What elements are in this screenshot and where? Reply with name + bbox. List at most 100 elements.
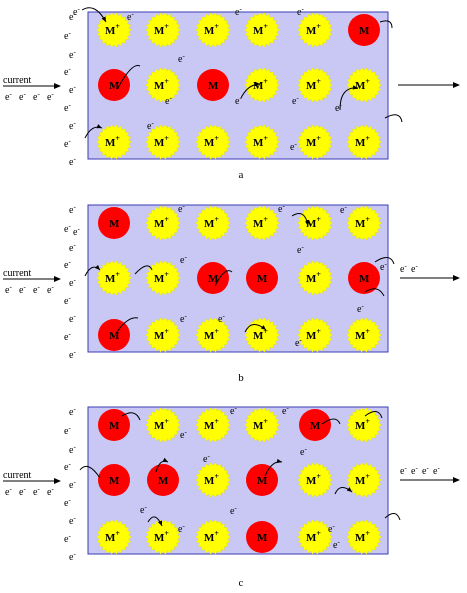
ion-charge: +: [164, 77, 169, 86]
neutral-atom: M: [197, 262, 229, 294]
neutral-circle: [98, 207, 130, 239]
neutral-circle: [246, 262, 278, 294]
electron-charge: -: [68, 29, 71, 37]
ion-circle: [346, 317, 382, 353]
incoming-electron: e-: [64, 101, 71, 114]
neutral-label: M: [158, 475, 169, 487]
free-electron: e-: [380, 260, 387, 273]
electron-charge: -: [294, 140, 297, 148]
neutral-circle: [98, 69, 130, 101]
incoming-electron: e-: [69, 478, 76, 491]
metal-ion: M+: [346, 67, 382, 103]
electron-charge: -: [68, 460, 71, 468]
neutral-label: M: [257, 532, 268, 544]
metal-ion: M+: [346, 205, 382, 241]
neutral-atom: M: [299, 409, 331, 441]
current-electron: e-: [5, 90, 12, 103]
incoming-electron: e-: [69, 514, 76, 527]
electron-charge: -: [23, 485, 26, 493]
ion-charge: +: [365, 529, 370, 538]
metal-ion: M+: [195, 12, 231, 48]
free-electron: e-: [230, 404, 237, 417]
electron-charge: -: [51, 283, 54, 291]
ion-charge: +: [115, 134, 120, 143]
metal-ion: M+: [195, 205, 231, 241]
ion-charge: +: [316, 134, 321, 143]
ion-charge: +: [164, 215, 169, 224]
ion-circle: [244, 407, 280, 443]
metal-ion: M+: [244, 67, 280, 103]
current-electron: e-: [33, 90, 40, 103]
electron-path-hook: [384, 114, 403, 123]
outgoing-arrow-head: [453, 82, 460, 88]
neutral-circle: [98, 319, 130, 351]
free-electron: e-: [147, 119, 154, 132]
ion-circle: [244, 124, 280, 160]
neutral-circle: [98, 409, 130, 441]
incoming-electron: e-: [69, 155, 76, 168]
free-electron: e-: [73, 225, 80, 238]
electron-charge: -: [182, 202, 185, 210]
neutral-label: M: [109, 330, 120, 342]
electron-charge: -: [73, 155, 76, 163]
neutral-atom: M: [246, 262, 278, 294]
ion-circle: [145, 12, 181, 48]
ion-charge: +: [164, 327, 169, 336]
incoming-electron: e-: [69, 276, 76, 289]
electron-charge: -: [151, 119, 154, 127]
electron-charge: -: [239, 94, 242, 102]
electron-charge: -: [73, 514, 76, 522]
electron-path-hook: [134, 265, 153, 275]
incoming-electron: e-: [64, 460, 71, 473]
incoming-electron: e-: [64, 424, 71, 437]
hook-arrow-tip: [162, 457, 168, 462]
ion-charge: +: [316, 77, 321, 86]
electron-charge: -: [77, 5, 80, 13]
incoming-electron: e-: [64, 65, 71, 78]
electron-charge: -: [23, 90, 26, 98]
electron-charge: -: [239, 5, 242, 13]
neutral-atom: M: [98, 319, 130, 351]
hook-arrow-tip: [276, 458, 282, 464]
metal-ion: M+: [244, 205, 280, 241]
current-electron: e-: [47, 485, 54, 498]
neutral-atom: M: [197, 69, 229, 101]
neutral-circle: [98, 464, 130, 496]
ion-circle: [195, 317, 231, 353]
electron-charge: -: [282, 202, 285, 210]
free-electron: e-: [180, 428, 187, 441]
metal-ion: M+: [297, 67, 333, 103]
free-electron: e-: [297, 243, 304, 256]
neutral-circle: [348, 14, 380, 46]
electron-charge: -: [73, 478, 76, 486]
electron-charge: -: [73, 550, 76, 558]
current-label: current: [3, 470, 32, 481]
hook-arrow-tip: [305, 220, 310, 226]
ion-charge: +: [214, 327, 219, 336]
electron-charge: -: [131, 10, 134, 18]
ion-circle: [96, 519, 132, 555]
ion-circle: [297, 317, 333, 353]
outgoing-electron: e-: [400, 464, 407, 477]
ion-circle: [297, 67, 333, 103]
neutral-label: M: [109, 218, 120, 230]
ion-circle: [195, 124, 231, 160]
electron-charge: -: [68, 496, 71, 504]
metal-ion: M+: [96, 260, 132, 296]
free-electron: e-: [357, 302, 364, 315]
electron-path-hook: [121, 412, 141, 421]
metal-ion: M+: [346, 462, 382, 498]
current-electron: e-: [33, 485, 40, 498]
electron-charge: -: [73, 10, 76, 18]
outgoing-electron: e-: [433, 464, 440, 477]
hook-arrow-tip: [96, 124, 102, 129]
panel-caption: c: [239, 577, 244, 589]
outgoing-arrow-head: [453, 275, 460, 281]
electron-charge: -: [234, 404, 237, 412]
ion-charge: +: [316, 22, 321, 31]
incoming-electron: e-: [69, 312, 76, 325]
ion-circle: [346, 519, 382, 555]
electron-charge: -: [73, 443, 76, 451]
metal-ion: M+: [195, 462, 231, 498]
electron-charge: -: [73, 276, 76, 284]
